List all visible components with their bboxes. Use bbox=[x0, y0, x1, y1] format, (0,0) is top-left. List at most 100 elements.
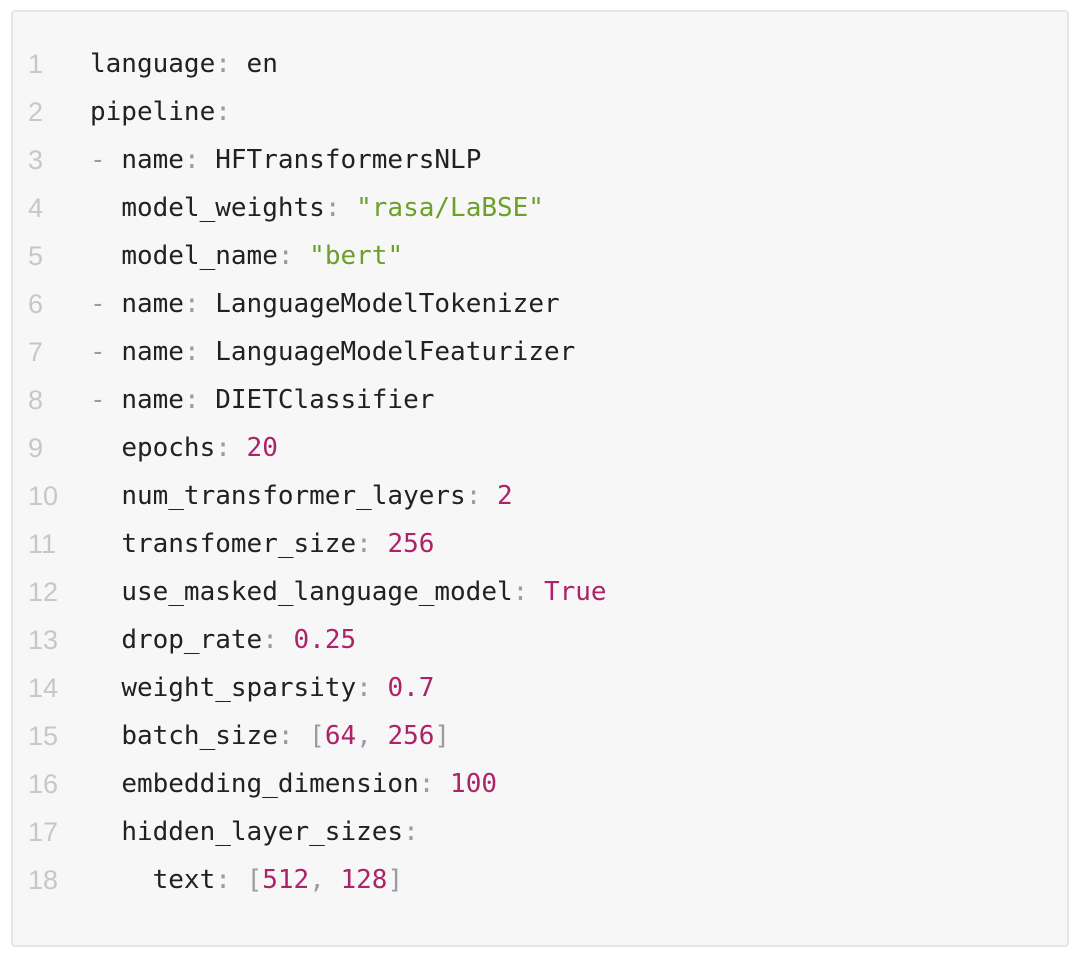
code-text: num_transformer_layers: 2 bbox=[90, 472, 513, 520]
line-number: 14 bbox=[28, 673, 59, 703]
token-punct: : bbox=[418, 769, 451, 799]
code-line: 18 text: [512, 128] bbox=[13, 856, 1067, 904]
line-number: 2 bbox=[28, 97, 44, 127]
token-key: drop_rate bbox=[121, 625, 263, 655]
code-text: - name: HFTransformersNLP bbox=[90, 136, 481, 184]
code-text: - name: LanguageModelTokenizer bbox=[90, 280, 560, 328]
code-text: - name: LanguageModelFeaturizer bbox=[90, 328, 575, 376]
token-plain bbox=[90, 193, 121, 223]
line-number: 11 bbox=[28, 529, 57, 559]
token-number: 20 bbox=[246, 433, 278, 463]
token-plain: LanguageModelFeaturizer bbox=[215, 337, 576, 367]
code-line: 14 weight_sparsity: 0.7 bbox=[13, 664, 1067, 712]
token-plain bbox=[90, 865, 153, 895]
code-line: 16 embedding_dimension: 100 bbox=[13, 760, 1067, 808]
line-number: 18 bbox=[28, 865, 59, 895]
code-line: 4 model_weights: "rasa/LaBSE" bbox=[13, 184, 1067, 232]
code-text: model_name: "bert" bbox=[90, 232, 403, 280]
code-text: language: en bbox=[90, 40, 278, 88]
token-key: batch_size bbox=[121, 721, 278, 751]
code-text: weight_sparsity: 0.7 bbox=[90, 664, 434, 712]
code-text: epochs: 20 bbox=[90, 424, 278, 472]
token-punct: : bbox=[262, 625, 294, 655]
token-number: 256 bbox=[387, 529, 435, 559]
token-plain bbox=[90, 721, 121, 751]
token-punct: - bbox=[90, 145, 122, 175]
line-number: 8 bbox=[28, 385, 44, 415]
code-line: 6 - name: LanguageModelTokenizer bbox=[13, 280, 1067, 328]
token-punct: ] bbox=[387, 865, 404, 895]
token-key: num_transformer_layers bbox=[121, 481, 466, 511]
token-punct: : bbox=[183, 385, 216, 415]
token-punct: : bbox=[215, 433, 247, 463]
token-punct: - bbox=[90, 385, 122, 415]
token-punct: : bbox=[277, 241, 310, 271]
code-line: 12 use_masked_language_model: True bbox=[13, 568, 1067, 616]
token-key: name bbox=[121, 337, 184, 367]
code-line: 1 language: en bbox=[13, 40, 1067, 88]
token-plain bbox=[90, 241, 121, 271]
token-punct: : bbox=[356, 673, 388, 703]
line-number: 9 bbox=[28, 433, 44, 463]
token-key: model_name bbox=[121, 241, 278, 271]
code-line: 15 batch_size: [64, 256] bbox=[13, 712, 1067, 760]
token-key: transfomer_size bbox=[121, 529, 357, 559]
token-key: embedding_dimension bbox=[121, 769, 419, 799]
token-plain: en bbox=[246, 49, 278, 79]
token-number: True bbox=[543, 577, 607, 607]
token-plain bbox=[90, 769, 121, 799]
code-text: - name: DIETClassifier bbox=[90, 376, 434, 424]
token-punct: - bbox=[90, 289, 122, 319]
line-number: 17 bbox=[28, 817, 59, 847]
code-text: pipeline: bbox=[90, 88, 231, 136]
code-line: 11 transfomer_size: 256 bbox=[13, 520, 1067, 568]
code-line: 10 num_transformer_layers: 2 bbox=[13, 472, 1067, 520]
token-punct: ] bbox=[434, 721, 451, 751]
token-string: "bert" bbox=[309, 241, 404, 271]
token-number: 128 bbox=[340, 865, 388, 895]
line-number: 3 bbox=[28, 145, 44, 175]
line-number: 1 bbox=[28, 49, 44, 79]
token-string: "rasa/LaBSE" bbox=[356, 193, 544, 223]
code-text: model_weights: "rasa/LaBSE" bbox=[90, 184, 544, 232]
code-line: 8 - name: DIETClassifier bbox=[13, 376, 1067, 424]
token-number: 512 bbox=[262, 865, 310, 895]
token-number: 64 bbox=[324, 721, 357, 751]
token-punct: : bbox=[183, 145, 216, 175]
token-key: pipeline bbox=[90, 97, 216, 127]
code-line: 3 - name: HFTransformersNLP bbox=[13, 136, 1067, 184]
code-line: 17 hidden_layer_sizes: bbox=[13, 808, 1067, 856]
code-line: 2 pipeline: bbox=[13, 88, 1067, 136]
code-text: text: [512, 128] bbox=[90, 856, 404, 904]
token-plain bbox=[90, 529, 121, 559]
token-plain bbox=[90, 817, 121, 847]
token-punct: [ bbox=[246, 865, 263, 895]
line-number: 13 bbox=[28, 625, 59, 655]
line-number: 10 bbox=[28, 481, 59, 511]
token-number: 0.25 bbox=[293, 625, 357, 655]
token-number: 100 bbox=[450, 769, 498, 799]
token-punct: : bbox=[183, 289, 216, 319]
token-punct: : bbox=[465, 481, 497, 511]
line-number: 15 bbox=[28, 721, 59, 751]
token-plain bbox=[90, 481, 121, 511]
token-number: 2 bbox=[497, 481, 513, 511]
token-number: 0.7 bbox=[387, 673, 435, 703]
line-number: 16 bbox=[28, 769, 59, 799]
token-plain bbox=[90, 673, 121, 703]
code-line: 13 drop_rate: 0.25 bbox=[13, 616, 1067, 664]
token-key: name bbox=[121, 385, 184, 415]
token-punct: , bbox=[309, 865, 341, 895]
code-line: 9 epochs: 20 bbox=[13, 424, 1067, 472]
token-plain bbox=[90, 433, 121, 463]
token-punct: : bbox=[215, 865, 247, 895]
line-number: 5 bbox=[28, 241, 44, 271]
token-key: language bbox=[90, 49, 216, 79]
line-number: 6 bbox=[28, 289, 44, 319]
code-line: 5 model_name: "bert" bbox=[13, 232, 1067, 280]
code-text: transfomer_size: 256 bbox=[90, 520, 434, 568]
code-block: 1 language: en 2 pipeline: 3 - name: HFTransf… bbox=[11, 10, 1069, 947]
token-punct: - bbox=[90, 337, 122, 367]
token-plain bbox=[90, 577, 121, 607]
token-key: epochs bbox=[121, 433, 216, 463]
